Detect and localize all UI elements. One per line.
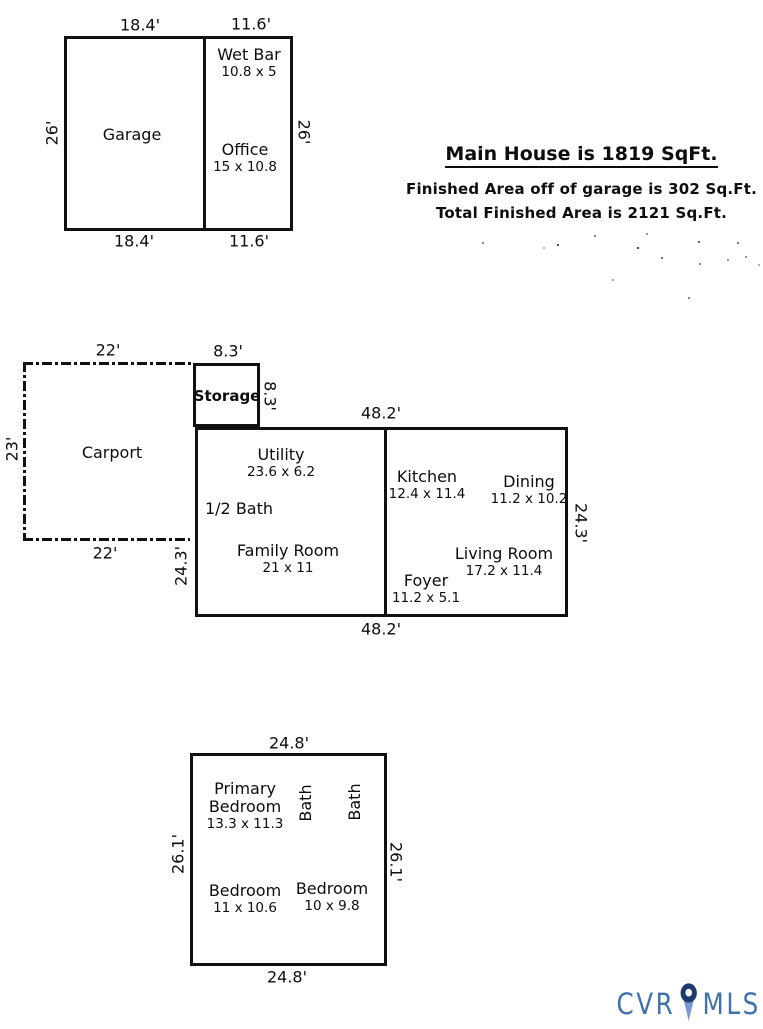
summary-line-2: Finished Area off of garage is 302 Sq.Ft…	[406, 180, 757, 198]
room-label-bath-1: Bath	[296, 784, 315, 822]
room-label-wet-bar: Wet Bar 10.8 x 5	[217, 45, 281, 81]
map-pin-icon	[680, 983, 699, 1024]
dim-bedroom-bottom: 24.8'	[266, 967, 308, 987]
dim-bedroom-left: 26.1'	[168, 833, 188, 875]
room-label-foyer: Foyer 11.2 x 5.1	[391, 571, 461, 607]
carport-left-dashed-wall	[23, 362, 26, 541]
dim-bedroom-top: 24.8'	[268, 733, 310, 753]
dim-office-bottom: 11.6'	[228, 231, 270, 251]
dim-carport-top: 22'	[95, 340, 121, 360]
dim-carport-bottom: 22'	[92, 543, 118, 563]
room-label-utility: Utility 23.6 x 6.2	[246, 445, 316, 481]
dim-house-bottom: 48.2'	[360, 619, 402, 639]
dim-storage-top: 8.3'	[213, 341, 243, 361]
dim-carport-left: 23'	[2, 436, 22, 462]
dim-bedroom-right: 26.1'	[386, 841, 406, 883]
carport-bottom-dashed-wall	[23, 538, 190, 541]
cvrmls-logo: CVR MLS	[617, 983, 761, 1024]
garage-office-divider-wall	[203, 36, 206, 231]
scan-noise-specks	[0, 0, 2, 2]
dim-house-right: 24.3'	[571, 502, 591, 544]
dim-house-top: 48.2'	[360, 403, 402, 423]
bedroom-plan-outline	[190, 753, 387, 966]
kitchen-divider-wall	[384, 427, 387, 617]
room-label-carport: Carport	[81, 443, 143, 462]
room-label-dining: Dining 11.2 x 10.2	[490, 472, 568, 508]
summary-title: Main House is 1819 SqFt.	[445, 143, 718, 168]
room-label-primary-bedroom: Primary Bedroom 13.3 x 11.3	[206, 779, 284, 833]
garage-plan-outline	[64, 36, 293, 231]
dim-garage-top: 18.4'	[119, 15, 161, 35]
dim-office-top: 11.6'	[230, 14, 272, 34]
logo-text-cvr: CVR	[616, 986, 676, 1021]
room-label-living-room: Living Room 17.2 x 11.4	[454, 544, 554, 580]
dim-garage-right: 26'	[294, 119, 314, 145]
logo-text-mls: MLS	[702, 986, 761, 1021]
summary-line-3: Total Finished Area is 2121 Sq.Ft.	[435, 204, 728, 222]
room-label-storage: Storage	[193, 387, 261, 405]
dim-storage-right: 8.3'	[260, 381, 280, 411]
main-house-outline	[195, 427, 568, 617]
room-label-bedroom-left: Bedroom 11 x 10.6	[208, 881, 282, 917]
room-label-office: Office 15 x 10.8	[213, 140, 277, 176]
room-label-family-room: Family Room 21 x 11	[236, 541, 340, 577]
room-label-kitchen: Kitchen 12.4 x 11.4	[388, 467, 466, 503]
room-label-bedroom-right: Bedroom 10 x 9.8	[295, 879, 369, 915]
dim-garage-left: 26'	[42, 120, 62, 146]
room-label-bath-2: Bath	[345, 783, 364, 821]
storage-outline	[193, 363, 260, 427]
carport-top-dashed-wall	[23, 362, 193, 365]
sqft-summary: Main House is 1819 SqFt. Finished Area o…	[400, 143, 763, 222]
room-label-garage: Garage	[102, 125, 162, 144]
dim-garage-bottom: 18.4'	[113, 231, 155, 251]
room-label-half-bath: 1/2 Bath	[204, 499, 274, 518]
dim-house-left: 24.3'	[171, 545, 191, 587]
